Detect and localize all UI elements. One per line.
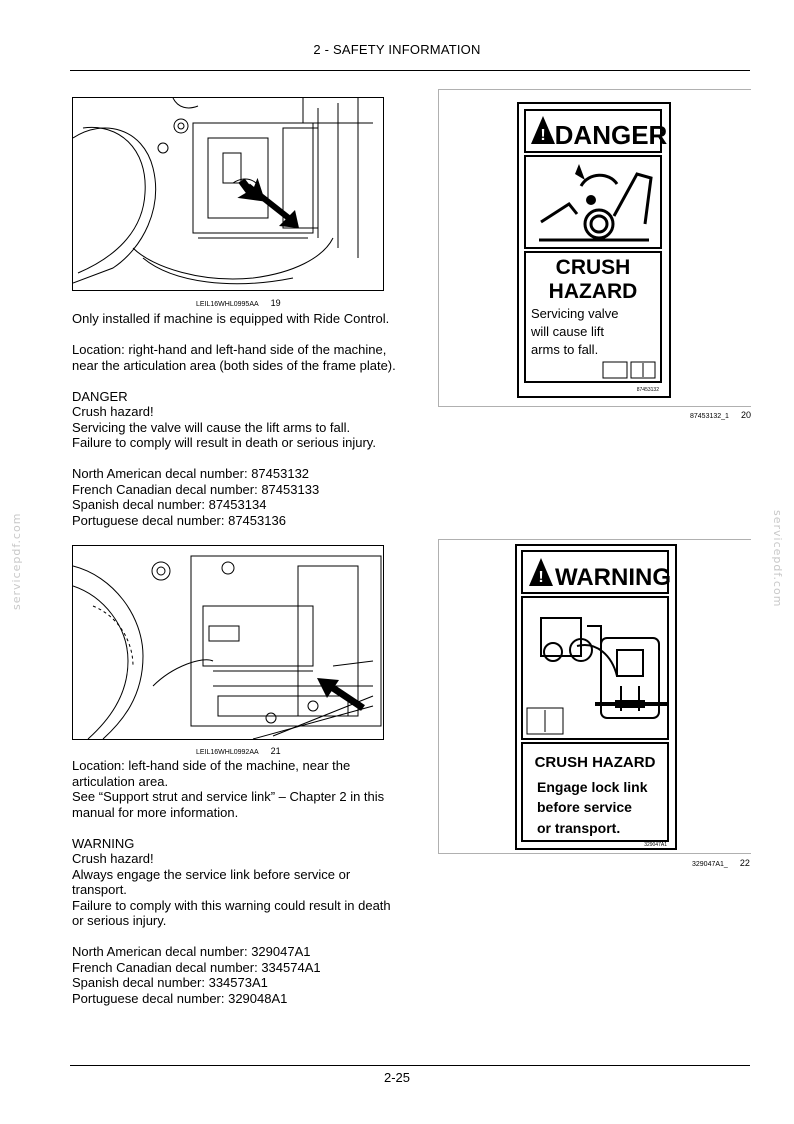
- figure-19-code: LEIL16WHL0995AA: [196, 301, 259, 308]
- decal-warning-graphic: ! WARNING CRUSH HAZARD Engage lock link …: [521, 550, 671, 848]
- decal-number-spanish: Spanish decal number: 87453134: [72, 497, 267, 512]
- signal-word-warning: WARNING: [72, 835, 135, 851]
- text-line: near the articulation area (both sides o…: [72, 357, 396, 373]
- book-icon: [630, 361, 656, 379]
- book-icon: [526, 707, 564, 735]
- text-line: See “Support strut and service link” – C…: [72, 789, 385, 804]
- decal-number-french-canadian: French Canadian decal number: 87453133: [72, 481, 320, 497]
- section2-text: Location: left-hand side of the machine,…: [72, 758, 407, 1006]
- decal-number-portuguese: Portuguese decal number: 329048A1: [72, 990, 288, 1006]
- decal-danger: ! DANGER CRUSH HAZARD Servicing valve wi…: [517, 102, 671, 398]
- figure-21-caption: LEIL16WHL0992AA 21: [196, 746, 281, 756]
- figure-22-frame: [438, 539, 751, 854]
- page-number: 2-25: [383, 1070, 411, 1085]
- decal-warning-message-line: before service: [537, 799, 632, 815]
- text-line: manual for more information.: [72, 804, 239, 820]
- machine-drawing-1: [73, 98, 373, 285]
- decal-number-portuguese: Portuguese decal number: 87453136: [72, 512, 286, 528]
- header-rule: [70, 70, 750, 71]
- decal-warning-part-number: 329047A1: [644, 842, 667, 848]
- text-line: Crush hazard!: [72, 404, 154, 419]
- decal-warning-hazard-title: CRUSH HAZARD: [535, 754, 656, 771]
- machine-drawing-2: [73, 555, 382, 739]
- decal-danger-signal-word: DANGER: [555, 120, 668, 150]
- text-line: Servicing the valve will cause the lift …: [72, 419, 351, 435]
- decal-danger-hazard-line1: CRUSH: [556, 256, 631, 279]
- svg-text:!: !: [538, 569, 543, 586]
- watermark-right: servicepdf.com: [771, 510, 784, 608]
- decal-warning-message-line: Engage lock link: [537, 779, 648, 795]
- decal-number-spanish: Spanish decal number: 334573A1: [72, 975, 268, 990]
- figure-20-caption: 87453132_1 20: [690, 410, 751, 420]
- figure-22-caption: 329047A1_ 22: [692, 858, 750, 868]
- figure-21-number: 21: [270, 746, 281, 756]
- text-line: Location: left-hand side of the machine,…: [72, 758, 351, 773]
- manual-icon: [602, 361, 628, 379]
- footer-rule: [70, 1065, 750, 1066]
- decal-number-north-american: North American decal number: 87453132: [72, 466, 310, 481]
- text-line: articulation area.: [72, 773, 169, 789]
- figure-21-code: LEIL16WHL0992AA: [196, 749, 259, 756]
- signal-word-danger: DANGER: [72, 388, 128, 404]
- decal-number-french-canadian: French Canadian decal number: 334574A1: [72, 959, 321, 975]
- text-line: Always engage the service link before se…: [72, 866, 351, 882]
- decal-number-north-american: North American decal number: 329047A1: [72, 944, 311, 959]
- decal-warning-signal-word: WARNING: [555, 564, 671, 591]
- decal-danger-hazard-line2: HAZARD: [549, 280, 638, 303]
- decal-danger-message-line: Servicing valve: [531, 306, 618, 321]
- text-line: transport.: [72, 882, 127, 897]
- text-line: or serious injury.: [72, 913, 167, 928]
- text-line: Location: right-hand and left-hand side …: [72, 342, 387, 357]
- watermark-left: servicepdf.com: [10, 512, 23, 610]
- figure-machine-ride-control: [72, 97, 384, 291]
- figure-machine-service-link: [72, 545, 384, 740]
- decal-danger-message-line: arms to fall.: [531, 342, 598, 357]
- section1-text: Only installed if machine is equipped wi…: [72, 311, 407, 528]
- figure-19-caption: LEIL16WHL0995AA 19: [196, 298, 281, 308]
- figure-22-code: 329047A1_: [692, 861, 728, 868]
- text-line: Crush hazard!: [72, 851, 154, 866]
- text-line: Failure to comply will result in death o…: [72, 435, 376, 450]
- figure-19-number: 19: [270, 298, 281, 308]
- figure-20-code: 87453132_1: [690, 413, 729, 420]
- decal-danger-graphic: ! DANGER CRUSH HAZARD Servicing valve wi…: [524, 109, 668, 393]
- figure-20-number: 20: [740, 410, 751, 420]
- decal-danger-part-number: 87453132: [637, 387, 659, 393]
- svg-text:!: !: [540, 127, 545, 144]
- decal-warning-message-line: or transport.: [537, 820, 620, 836]
- figure-22-number: 22: [739, 858, 750, 868]
- text-line: Only installed if machine is equipped wi…: [72, 311, 390, 326]
- text-line: Failure to comply with this warning coul…: [72, 897, 391, 913]
- page-header-title: 2 - SAFETY INFORMATION: [313, 42, 481, 57]
- decal-danger-message-line: will cause lift: [530, 324, 604, 339]
- figure-20-frame: [438, 89, 751, 407]
- decal-warning: ! WARNING CRUSH HAZARD Engage lock link …: [515, 544, 677, 850]
